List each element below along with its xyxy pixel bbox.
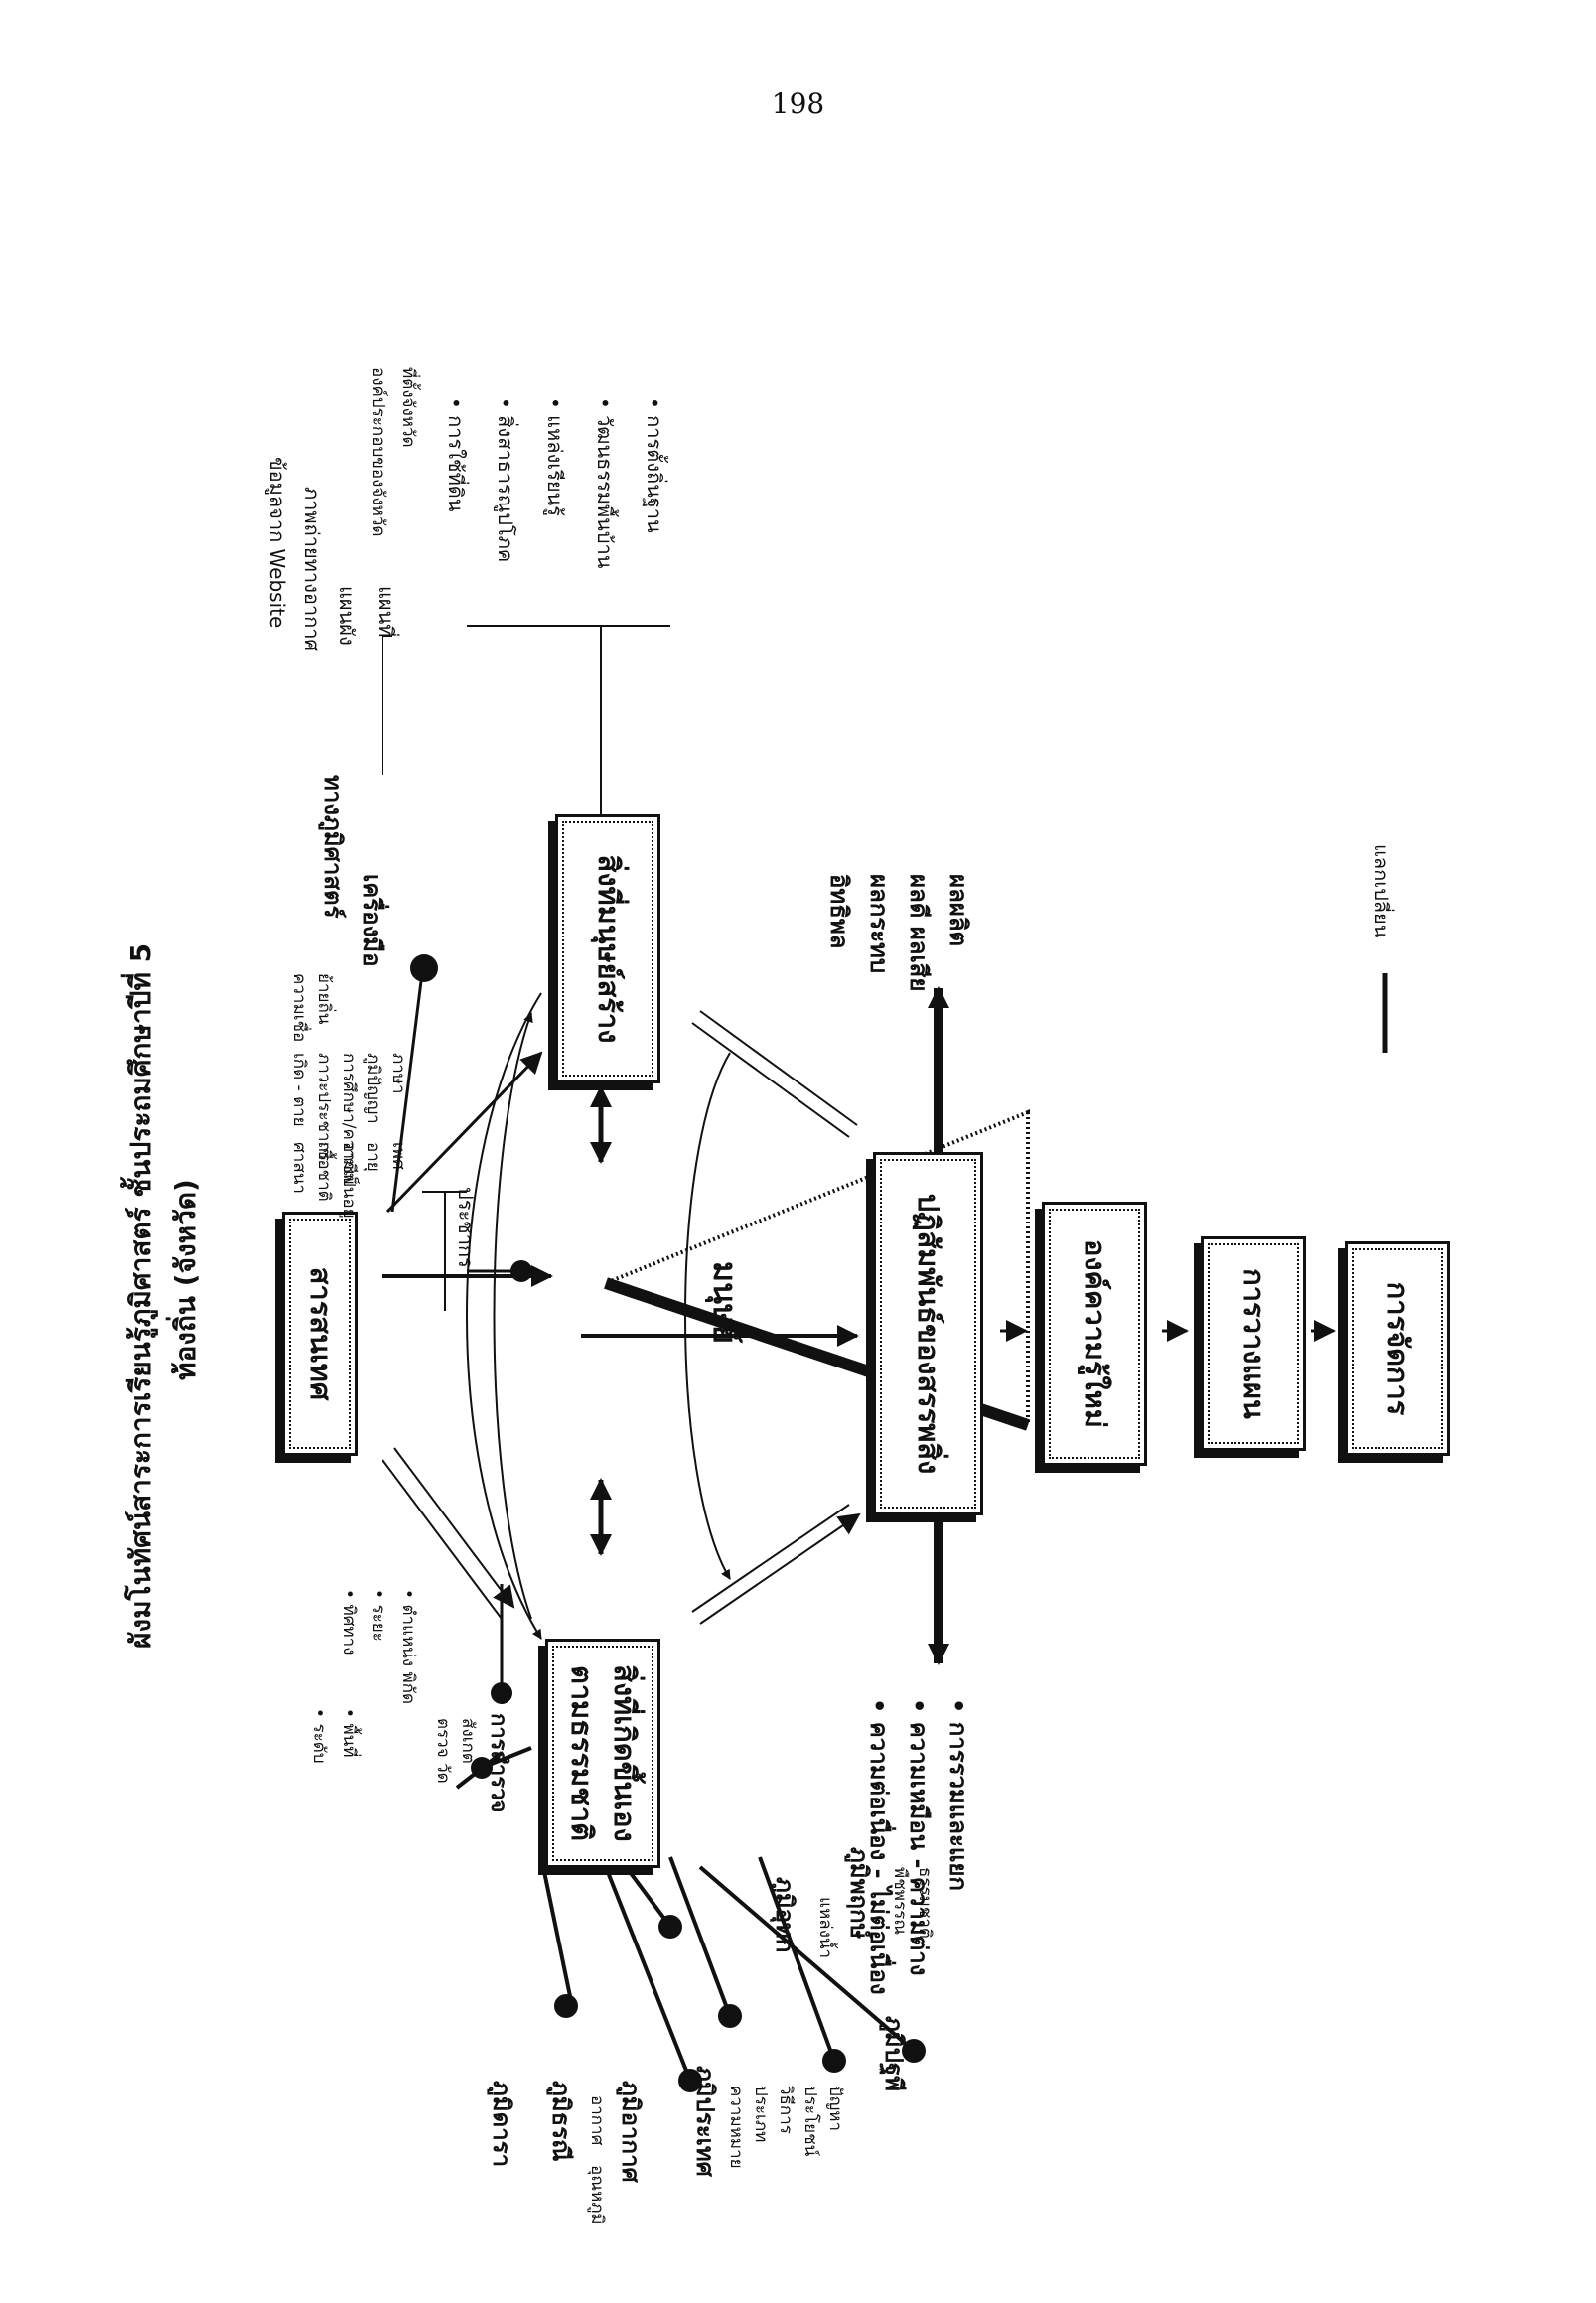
feature-climate-item-2: อุณหภูมิ	[587, 2165, 607, 2225]
feature-province-item-1: ความหมาย	[726, 2086, 746, 2169]
feature-landform: ภูมิปฐพี	[880, 2016, 908, 2091]
interaction-box: ปฏิสัมพันธ์ของสรรพสิ่ง	[873, 1152, 983, 1515]
new-knowledge-label: องค์ความรู้ใหม่	[1078, 1238, 1112, 1429]
feature-water: ภูมิอุทก	[771, 1877, 798, 1953]
management-box: การจัดการ	[1345, 1241, 1450, 1456]
tools-dot	[410, 954, 438, 982]
feature-climate: ภูมิอากาศ	[617, 2081, 645, 2183]
feature-climate-item-1: อากาศ	[587, 2095, 607, 2146]
survey-bullet-1: ตำแหน่ง พิกัด	[395, 1589, 422, 1704]
survey-item-2: ตรวจ วัด	[433, 1718, 453, 1784]
population-item-1: เพศ	[388, 1142, 408, 1170]
population-item-10: เกิด - ตาย	[289, 1053, 309, 1127]
survey-bullet-2: ระยะ	[365, 1589, 392, 1641]
manmade-label: สิ่งที่มนุษย์สร้าง	[591, 854, 626, 1044]
feature-plants-item-2: ธรรมชาติ	[915, 1867, 935, 1939]
outcome-3: ผลกระทบ	[865, 874, 893, 974]
page-title-line1: ผังมโนทัศน์สาระการเรียนรู้ภูมิศาสตร์ ชั้…	[124, 942, 157, 1649]
tools-title-line2: ทางภูมิศาสตร์	[319, 775, 347, 919]
planning-box: การวางแผน	[1201, 1236, 1306, 1451]
population-item-5: ศาสนา	[289, 1142, 309, 1194]
human-label: มนุษย์	[706, 1261, 744, 1344]
population-item-11: ย้ายถิ่น	[314, 973, 334, 1025]
manmade-item-1: การตั้งถิ่นฐาน	[639, 397, 670, 533]
population-label: ประชากร	[454, 1187, 478, 1268]
interaction-label: ปฏิสัมพันธ์ของสรรพสิ่ง	[912, 1193, 946, 1475]
outcome-1: ผลผลิต	[944, 874, 972, 947]
outcome-4: อิทธิพล	[825, 874, 853, 949]
manmade-box: สิ่งที่มนุษย์สร้าง	[555, 814, 660, 1083]
page-number: 198	[771, 87, 825, 120]
tools-aerial: ภาพถ่ายทางอากาศ	[300, 487, 324, 652]
survey-bullet-4: พื้นที่	[336, 1708, 363, 1757]
tools-plan: แผนผัง	[335, 586, 359, 646]
feature-earth: ภูมิธรณี	[547, 2081, 575, 2162]
natural-label: สิ่งที่เกิดขึ้นเอง ตามธรรมชาติ	[560, 1664, 647, 1841]
concept-map-rotated: การจัดการ การวางแผน องค์ความรู้ใหม่ ปฏิส…	[265, 159, 1534, 2294]
feature-water-item-1: แหล่งน้ำ	[815, 1897, 835, 1959]
manmade-item-2: วัฒนธรรมพื้นบ้าน	[589, 397, 621, 568]
population-item-6: ภาษา	[388, 1053, 408, 1094]
natural-label-line1: สิ่งที่เกิดขึ้นเอง	[608, 1664, 643, 1842]
tools-map: แผนที่	[374, 586, 398, 638]
population-item-7: ภูมิปัญญา	[363, 1053, 383, 1124]
feature-plants-item-1: พืชพรรณ	[890, 1867, 910, 1935]
outcome-2: ผลดี ผลเสีย	[905, 874, 933, 992]
natural-box: สิ่งที่เกิดขึ้นเอง ตามธรรมชาติ	[545, 1639, 660, 1868]
new-knowledge-box: องค์ความรู้ใหม่	[1042, 1202, 1147, 1466]
survey-bullet-5: ระดับ	[306, 1708, 333, 1763]
feature-province-item-2: ประเภท	[751, 2086, 771, 2143]
geo-info-label: สารสนเทศ	[303, 1266, 338, 1401]
population-item-12: ความเชื่อ	[289, 973, 309, 1043]
relation-1: การรวมและแยก	[940, 1698, 978, 1891]
manmade-item-4: สิ่งสาธารณูปโภค	[490, 397, 521, 562]
tools-map-sub-1: ที่ตั้งจังหวัด	[398, 367, 418, 448]
population-item-9: ภาวะประชากร	[314, 1053, 334, 1161]
feature-plants: ภูมิพฤกษ์	[845, 1847, 873, 1940]
survey-label: การสำรวจ	[486, 1713, 510, 1813]
management-label: การจัดการ	[1380, 1281, 1415, 1416]
feature-province-item-5: ปัญหา	[825, 2086, 845, 2132]
tools-map-sub-2: องค์ประกอบของจังหวัด	[368, 367, 388, 537]
population-item-2: อายุ	[363, 1142, 383, 1172]
planning-label: การวางแผน	[1236, 1268, 1271, 1419]
feature-province-item-4: ประโยชน์	[800, 2086, 820, 2157]
geo-info-box: สารสนเทศ	[282, 1212, 358, 1456]
survey-bullet-3: ทิศทาง	[336, 1589, 363, 1655]
feature-province-item-3: วิธีการ	[776, 2086, 796, 2134]
exchange-label: แลกเปลี่ยน	[1370, 844, 1393, 938]
feature-province: ภูมิประเทศ	[691, 2066, 719, 2177]
feature-star: ภูมิดารา	[488, 2081, 515, 2168]
tools-title-line1: เครื่องมือ	[359, 874, 386, 967]
population-item-8: การศึกษา/ความเป็นอยู่	[339, 1053, 359, 1219]
survey-item-1: สังเกต	[458, 1718, 478, 1764]
manmade-item-3: แหล่งเรียนรู้	[539, 397, 571, 516]
natural-label-line2: ตามธรรมชาติ	[565, 1664, 599, 1841]
manmade-item-5: การใช้ที่ดิน	[440, 397, 472, 511]
tools-website: ข้อมูลจาก Website	[265, 457, 289, 629]
page-title-line2: ท้องถิ่น (จังหวัด)	[169, 1179, 202, 1380]
